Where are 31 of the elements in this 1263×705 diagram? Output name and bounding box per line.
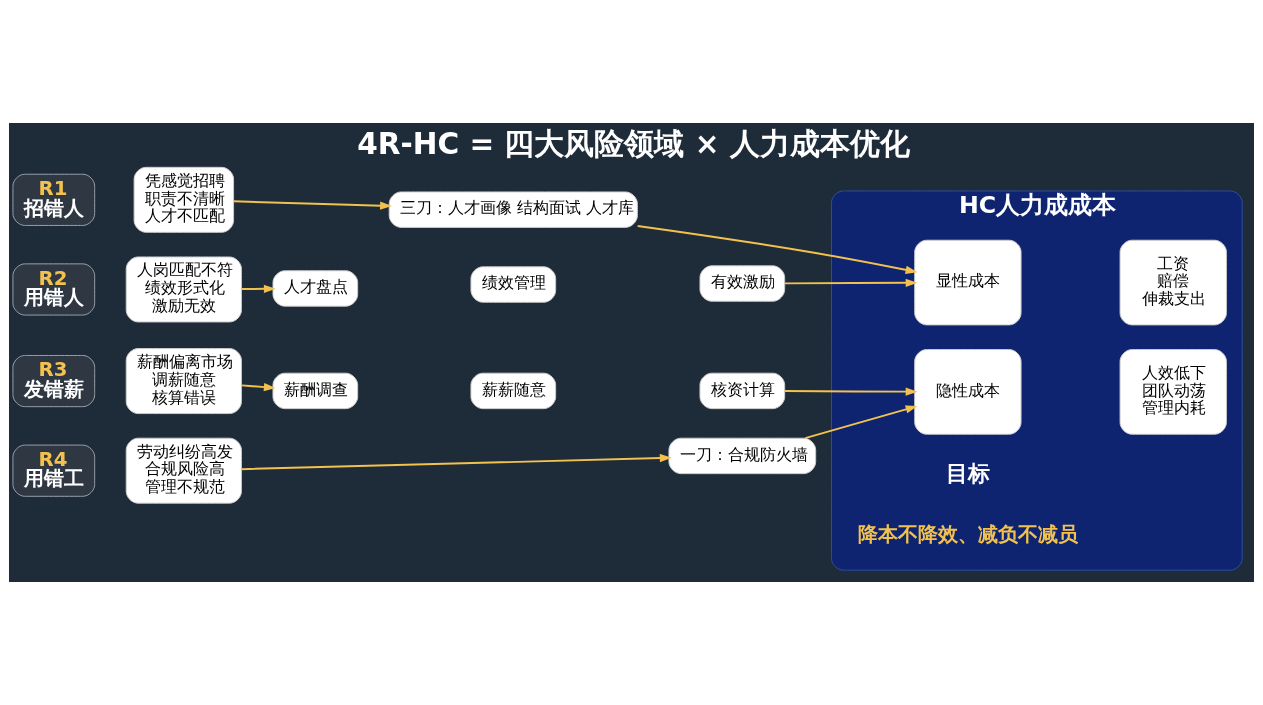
node-box: R3 发错薪 [12, 354, 96, 408]
arrow [804, 405, 918, 440]
arrow [636, 225, 918, 274]
node-box: 薪薪随意 [470, 372, 557, 410]
diagram-title: 4R-HC = 四大风险领域 × 人力成本优化 [357, 126, 910, 161]
node-box: 有效激励 [699, 265, 786, 302]
node-box: 三刀：人才画像 结构面试 人才库 [388, 191, 638, 228]
node-box: R2 用错人 [12, 263, 96, 316]
arrow [240, 382, 276, 392]
node-box: R4 用错工 [12, 444, 96, 497]
node-box: 工资 赔偿 伸裁支出 [1119, 239, 1227, 326]
node-box: 一刀：合规防火墙 [668, 437, 817, 475]
arrow [783, 387, 918, 396]
arrow [783, 278, 918, 287]
arrow [232, 200, 392, 210]
node-box: 薪酬偏离市场 调薪随意 核算错误 [125, 348, 242, 415]
node-box: 绩效管理 [470, 266, 557, 303]
node-box: 人效低下 团队动荡 管理内耗 [1119, 349, 1227, 435]
arrow [240, 453, 672, 471]
node-box: 劳动纠纷高发 合规风险高 管理不规范 [125, 437, 242, 504]
label: 降本不降效、减负不减员 [858, 522, 1079, 546]
node-box: 凭感觉招聘 职责不清晰 人才不匹配 [133, 166, 235, 233]
node-box: 人才盘点 [272, 270, 359, 307]
node-box: 隐性成本 [914, 349, 1022, 435]
node-box: 薪酬调查 [272, 372, 359, 410]
label: 目标 [946, 461, 991, 487]
node-box: 显性成本 [914, 239, 1022, 326]
node-box: 核资计算 [699, 372, 786, 410]
node-box: R1 招错人 [12, 173, 96, 226]
arrow [240, 284, 276, 293]
node-box: 人岗匹配不符 绩效形式化 激励无效 [125, 256, 242, 323]
